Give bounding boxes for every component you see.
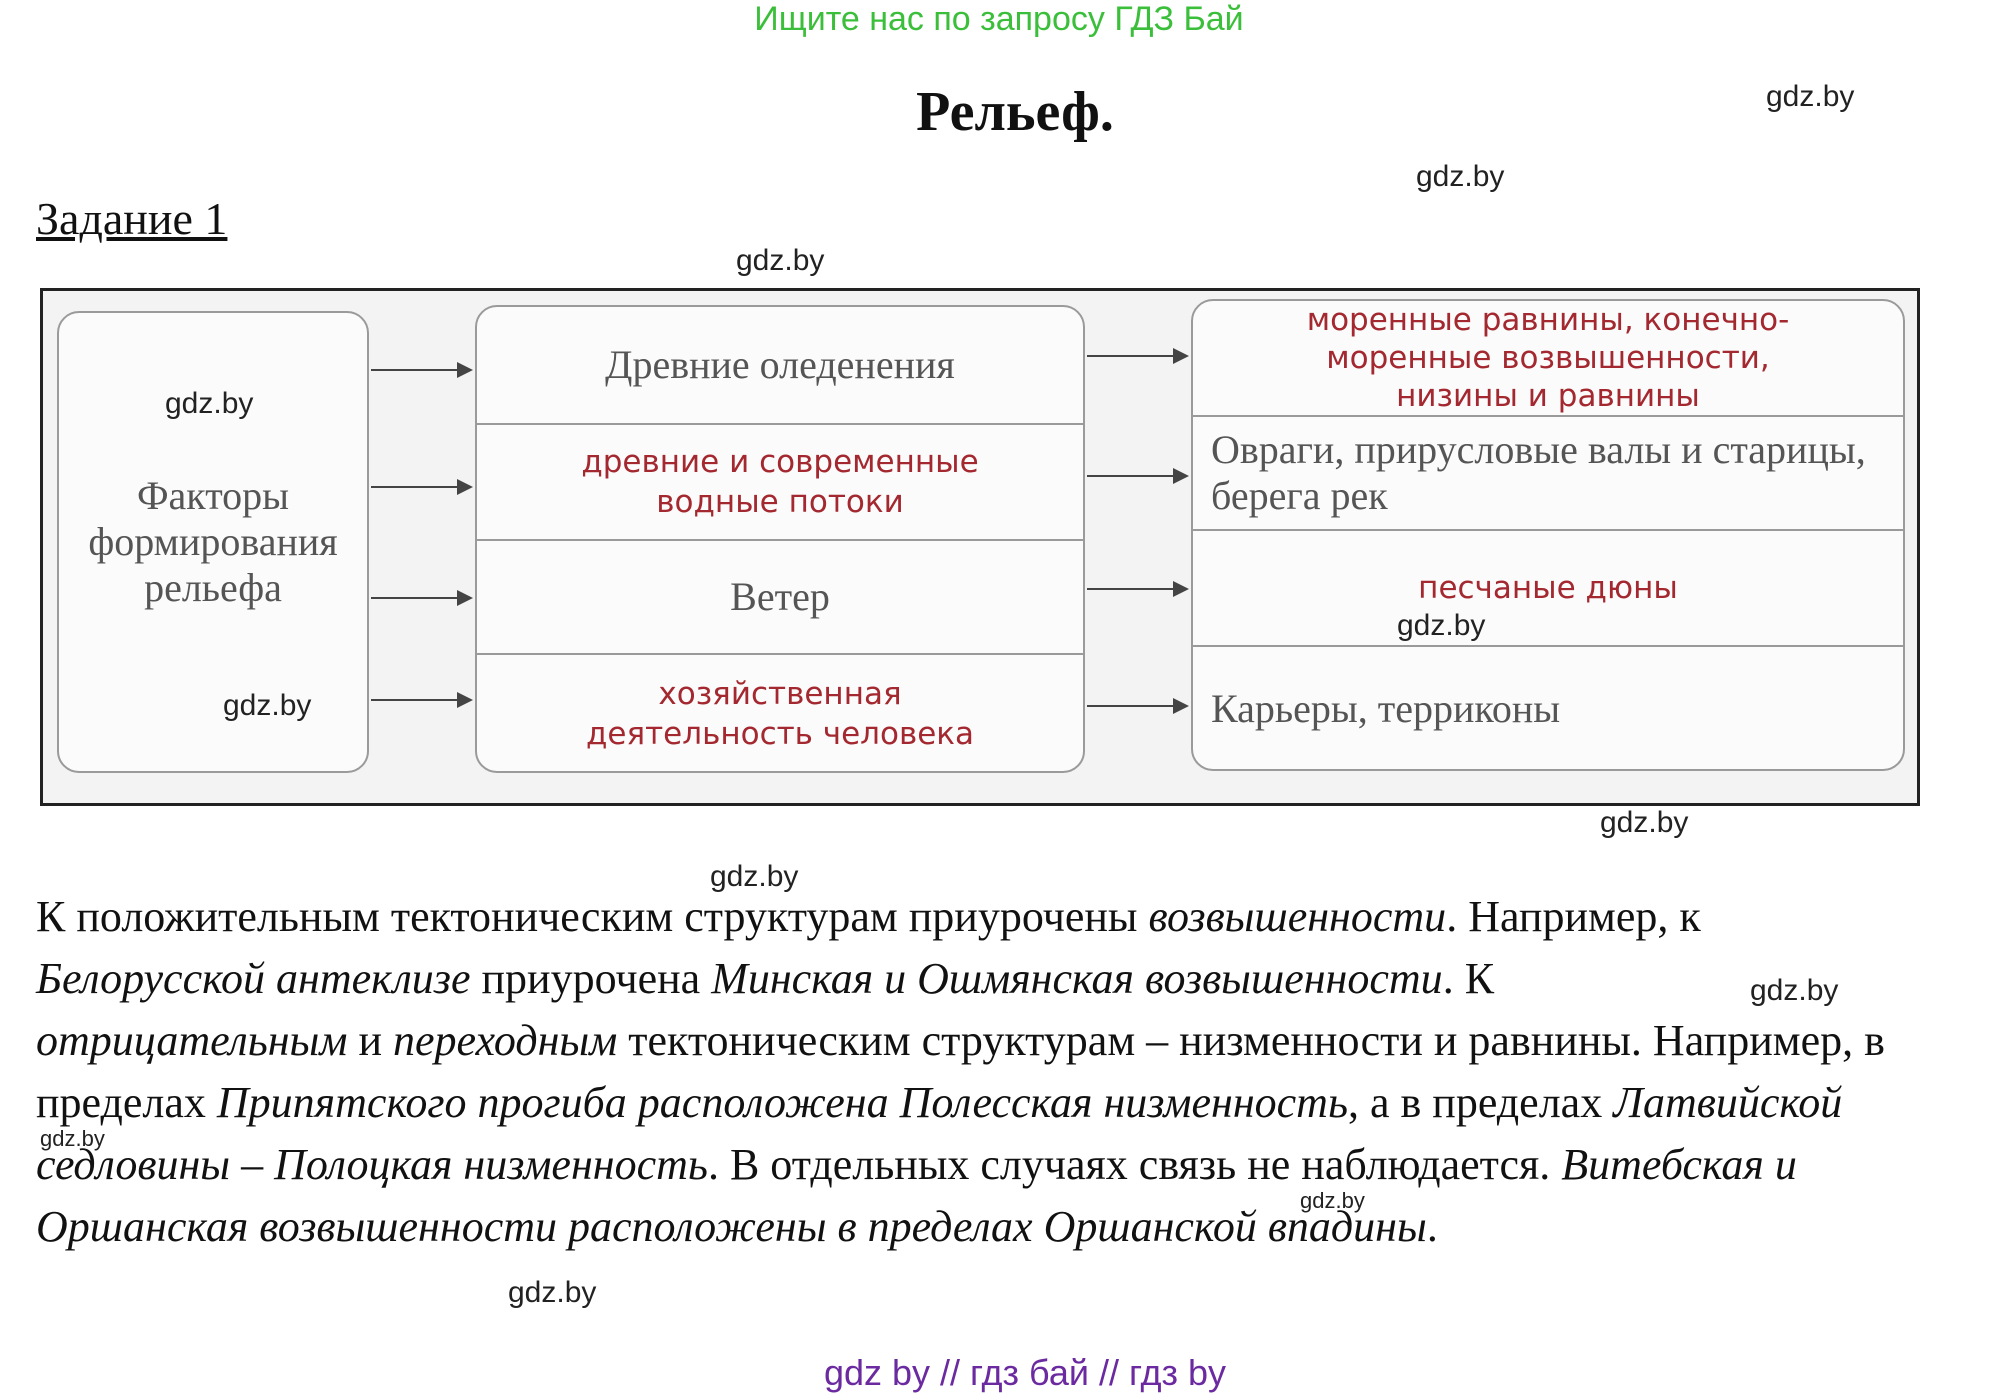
text-run-italic: возвышенности <box>1148 892 1447 941</box>
watermark: gdz.by <box>508 1276 597 1309</box>
body-paragraph: К положительным тектоническим структурам… <box>36 886 1976 1258</box>
arrow-right <box>371 362 473 378</box>
watermark: gdz.by <box>1416 160 1505 193</box>
text-run: . Например, к <box>1446 892 1701 941</box>
watermark: gdz.by <box>223 689 312 722</box>
text-run: тектоническим структурам – низменности и… <box>36 1016 1885 1127</box>
arrow-right <box>1087 698 1189 714</box>
factors-box: Факторы формирования рельефа <box>57 311 369 773</box>
watermark: gdz.by <box>1750 974 1839 1007</box>
text-run: . В отдельных случаях связь не наблюдает… <box>707 1140 1562 1189</box>
text-run: , а в пределах <box>1347 1078 1614 1127</box>
text-run-italic: Белорусской антеклизе <box>36 954 471 1003</box>
arrow-right <box>371 479 473 495</box>
text-run-italic: Латвийской седловины – Полоцкая низменно… <box>36 1078 1843 1189</box>
results-box: моренные равнины, конечно-моренные возвы… <box>1191 299 1905 771</box>
result-item: Овраги, прирусловые валы и старицы, бере… <box>1193 415 1903 529</box>
top-banner: Ищите нас по запросу ГДЗ Бай <box>754 0 1244 38</box>
factors-label: Факторы формирования рельефа <box>88 473 338 610</box>
watermark: gdz.by <box>1766 80 1855 113</box>
watermark: gdz.by <box>165 387 254 420</box>
result-item: Карьеры, терриконы <box>1193 645 1903 771</box>
text-run-italic: Минская и Ошмянская возвышенности <box>711 954 1443 1003</box>
cause-item: хозяйственная деятельность человека <box>477 653 1083 773</box>
footer-links[interactable]: gdz by // гдз бай // гдз by <box>823 1352 1227 1393</box>
text-run-italic: Витебская и Оршанская возвышенности расп… <box>36 1140 1797 1251</box>
page-title: Рельеф. <box>916 81 1114 143</box>
cause-item: Древние оледенения <box>605 342 955 387</box>
result-item: песчаные дюны <box>1193 529 1903 645</box>
cause-item: древние и современные водные потоки <box>477 423 1083 539</box>
relief-factors-diagram: Факторы формирования рельефа Древние оле… <box>40 288 1920 806</box>
text-run: и <box>347 1016 393 1065</box>
causes-box: Древние оледенения древние и современные… <box>475 305 1085 773</box>
text-run: К положительным тектоническим структурам… <box>36 892 1149 941</box>
arrow-right <box>1087 468 1189 484</box>
watermark: gdz.by <box>710 860 799 893</box>
result-item: моренные равнины, конечно-моренные возвы… <box>1306 302 1790 414</box>
cause-item: Ветер <box>477 539 1083 653</box>
watermark: gdz.by <box>1300 1188 1365 1213</box>
watermark: gdz.by <box>40 1126 105 1151</box>
text-run: . К <box>1442 954 1495 1003</box>
arrow-right <box>371 590 473 606</box>
text-run-italic: отрицательным <box>36 1016 348 1065</box>
arrow-right <box>1087 348 1189 364</box>
arrow-right <box>371 692 473 708</box>
text-run-italic: Припятского прогиба расположена Полесска… <box>216 1078 1348 1127</box>
arrow-right <box>1087 581 1189 597</box>
text-run: приурочена <box>470 954 712 1003</box>
watermark: gdz.by <box>1600 806 1689 839</box>
watermark: gdz.by <box>736 244 825 277</box>
watermark: gdz.by <box>1397 609 1486 642</box>
text-run: . <box>1426 1202 1438 1251</box>
task-heading: Задание 1 <box>36 193 228 244</box>
text-run-italic: переходным <box>392 1016 618 1065</box>
